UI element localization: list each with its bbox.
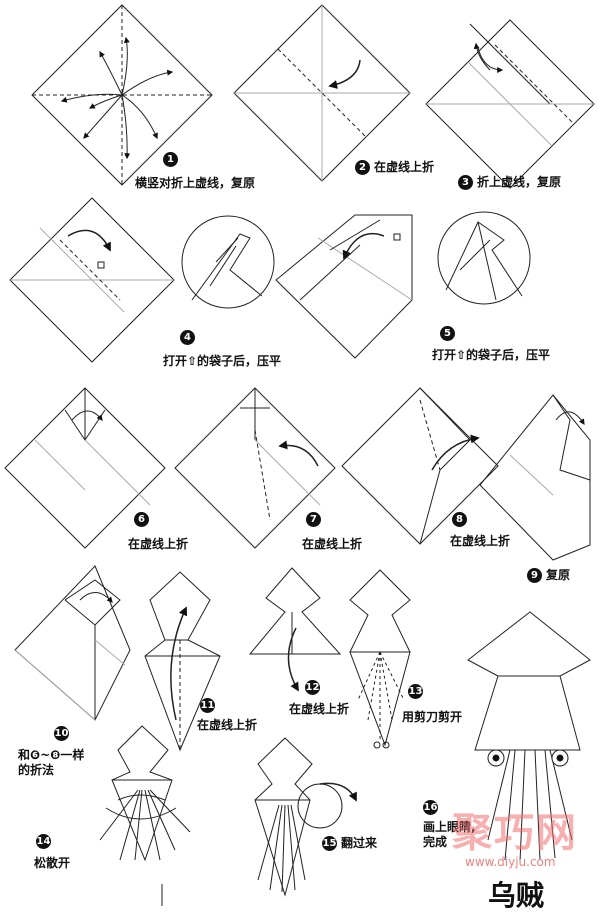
watermark-url: www.diyju.com (465, 855, 556, 869)
step-3-figure (425, 19, 595, 189)
step-12-label: 12 (305, 680, 320, 695)
step-caption: 在虚线上折 (289, 702, 350, 716)
step-number: 10 (54, 726, 69, 741)
step-9-label: 9 复原 (527, 568, 570, 583)
step-16-figure (467, 611, 591, 863)
step-caption: 在虚线上折 (128, 537, 189, 551)
step-2-figure (233, 4, 411, 182)
step-4-figure (9, 197, 175, 363)
step-caption: 复原 (546, 568, 571, 582)
step-number: 4 (180, 330, 195, 345)
step-16-label: 16 (423, 800, 438, 815)
watermark-logo: 聚巧网 (452, 810, 578, 856)
step-number: 16 (423, 800, 438, 815)
step-caption: 翻过来 (341, 836, 378, 850)
step-13-label: 13 (408, 684, 423, 699)
step-7-caption: 在虚线上折 (302, 537, 362, 552)
step-caption: 在虚线上折 (374, 160, 435, 174)
step-1-caption: 横竖对折上虚线，复原 (135, 176, 255, 191)
diagram-title: 乌贼 (488, 879, 545, 912)
step-number: 1 (163, 152, 178, 167)
step-5-label: 5 (440, 326, 455, 341)
step-13-caption: 用剪刀剪开 (402, 710, 462, 725)
step-8-caption: 在虚线上折 (450, 534, 510, 549)
step-number: 6 (134, 512, 149, 527)
step-10-caption: 和❻~❽一样 的折法 (18, 748, 84, 778)
step-1-figure (31, 4, 213, 186)
step-10-figure (14, 565, 131, 721)
step-caption: 用剪刀剪开 (402, 710, 463, 724)
step-2-label: 2 在虚线上折 (355, 160, 434, 175)
step-14-caption: 松散开 (34, 856, 70, 871)
step-11-figure (144, 571, 221, 752)
step-1-label: 1 (163, 152, 178, 167)
step-4-label: 4 (180, 330, 195, 345)
step-caption: 在虚线上折 (197, 718, 258, 732)
step-4-caption: 打开⇧的袋子后，压平 (163, 354, 281, 369)
step-number: 12 (305, 680, 320, 695)
step-caption: 在虚线上折 (302, 537, 363, 551)
step-5-detail (437, 211, 531, 305)
step-caption: 折上虚线，复原 (477, 175, 562, 189)
step-6-label: 6 (134, 512, 149, 527)
step-5-caption: 打开⇧的袋子后，压平 (432, 348, 550, 363)
step-number: 7 (306, 512, 321, 527)
step-6-figure (4, 387, 166, 549)
step-7-label: 7 (306, 512, 321, 527)
step-16-caption: 画上眼睛, 完成 (423, 820, 476, 850)
step-number: 13 (408, 684, 423, 699)
step-caption: 打开⇧的袋子后，压平 (163, 354, 282, 368)
step-9-figure (479, 394, 591, 561)
step-11-label: 11 (200, 698, 215, 713)
step-11-caption: 在虚线上折 (197, 718, 257, 733)
step-4-detail (181, 215, 275, 309)
step-13-figure (349, 569, 411, 749)
step-number: 3 (458, 175, 473, 190)
step-14-figure (99, 725, 191, 862)
step-14-label: 14 (36, 834, 51, 849)
step-number: 11 (200, 698, 215, 713)
step-number: 14 (36, 834, 51, 849)
step-15-label: 15 翻过来 (322, 836, 377, 851)
step-6-caption: 在虚线上折 (128, 537, 188, 552)
step-caption: 画上眼睛, 完成 (423, 820, 476, 849)
step-12-figure (248, 567, 342, 692)
step-number: 8 (452, 512, 467, 527)
step-8-figure (341, 387, 499, 545)
step-7-figure (174, 387, 336, 549)
step-caption: 松散开 (34, 856, 71, 870)
step-5-figure (275, 214, 413, 359)
step-10-label: 10 (54, 726, 69, 741)
step-number: 9 (527, 568, 542, 583)
step-12-caption: 在虚线上折 (289, 702, 349, 717)
step-number: 2 (355, 160, 370, 175)
step-15-figure (254, 737, 357, 897)
step-8-label: 8 (452, 512, 467, 527)
step-caption: 打开⇧的袋子后，压平 (432, 348, 551, 362)
step-number: 15 (322, 836, 337, 851)
step-3-label: 3 折上虚线，复原 (458, 175, 561, 190)
step-caption: 在虚线上折 (450, 534, 511, 548)
step-caption: 和❻~❽一样 的折法 (18, 748, 85, 777)
step-caption: 横竖对折上虚线，复原 (135, 176, 256, 190)
step-number: 5 (440, 326, 455, 341)
